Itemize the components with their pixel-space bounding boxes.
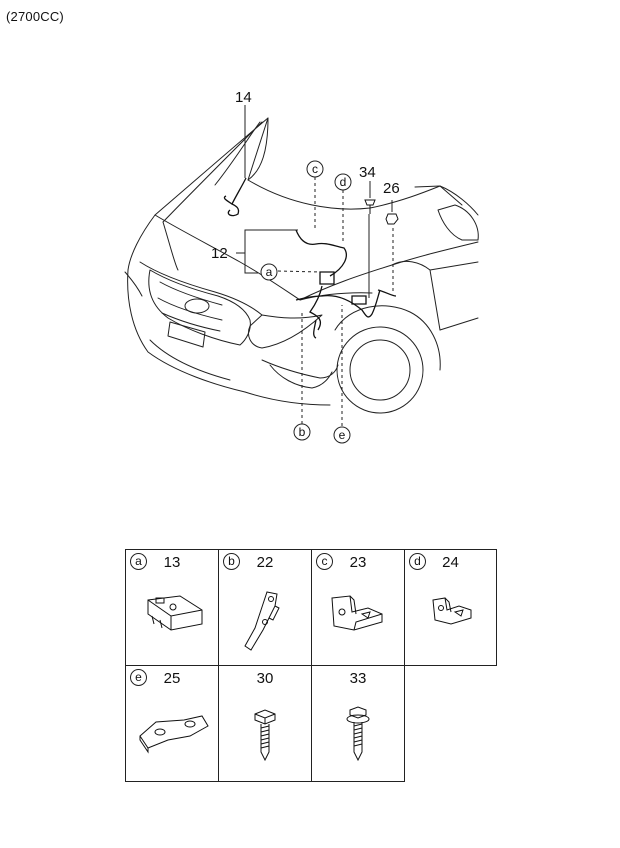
part-cell-24: d 24 [404, 549, 497, 666]
svg-text:b: b [299, 425, 306, 439]
svg-text:e: e [339, 428, 346, 442]
flange-bolt-icon [346, 706, 370, 762]
svg-text:d: d [340, 175, 347, 189]
part-cell-33: 33 [311, 665, 405, 782]
parts-legend-table: a 13 b 22 [125, 549, 497, 782]
front-wiring-diagram: 14 12 34 26 c d a b e [124, 89, 479, 444]
nut-26-icon [385, 213, 399, 225]
part-number: 25 [163, 670, 181, 687]
engine-variant-label: (2700CC) [6, 9, 64, 24]
part-number: 22 [256, 554, 274, 571]
callout-34: 34 [359, 164, 376, 181]
part-letter: a [130, 553, 147, 570]
letter-callout-d: d [334, 173, 352, 191]
part-number: 13 [163, 554, 181, 571]
letter-callout-c: c [306, 160, 324, 178]
wiring-harness [223, 177, 397, 339]
part-cell-23: c 23 [311, 549, 405, 666]
part-letter: e [130, 669, 147, 686]
wire-bracket-icon [244, 591, 280, 651]
part-letter: c [316, 553, 333, 570]
empty-cell [405, 666, 497, 782]
callout-14: 14 [235, 89, 252, 106]
callout-26: 26 [383, 180, 400, 197]
svg-text:a: a [266, 265, 273, 279]
leader-lines-solid [236, 105, 393, 298]
part-number: 30 [256, 670, 274, 687]
flat-plate-bracket-icon [139, 715, 209, 754]
part-number: 24 [442, 554, 459, 571]
part-cell-13: a 13 [125, 549, 219, 666]
part-cell-25: e 25 [125, 665, 219, 782]
vehicle-front-illustration [124, 117, 479, 414]
bolt-icon [254, 709, 276, 762]
part-cell-30: 30 [218, 665, 312, 782]
leader-lines-dashed [277, 177, 394, 426]
part-letter: d [409, 553, 426, 570]
part-number: 33 [349, 670, 367, 687]
letter-callout-a: a [260, 263, 278, 281]
mounting-bracket-icon [331, 595, 383, 631]
letter-callout-e: e [333, 426, 351, 444]
small-bracket-icon [432, 597, 472, 625]
letter-callout-b: b [293, 423, 311, 441]
part-cell-22: b 22 [218, 549, 312, 666]
clip-34-icon [364, 199, 376, 214]
svg-text:c: c [312, 162, 318, 176]
connector-block-icon [147, 595, 203, 631]
callout-12: 12 [211, 245, 228, 262]
part-number: 23 [349, 554, 367, 571]
part-letter: b [223, 553, 240, 570]
